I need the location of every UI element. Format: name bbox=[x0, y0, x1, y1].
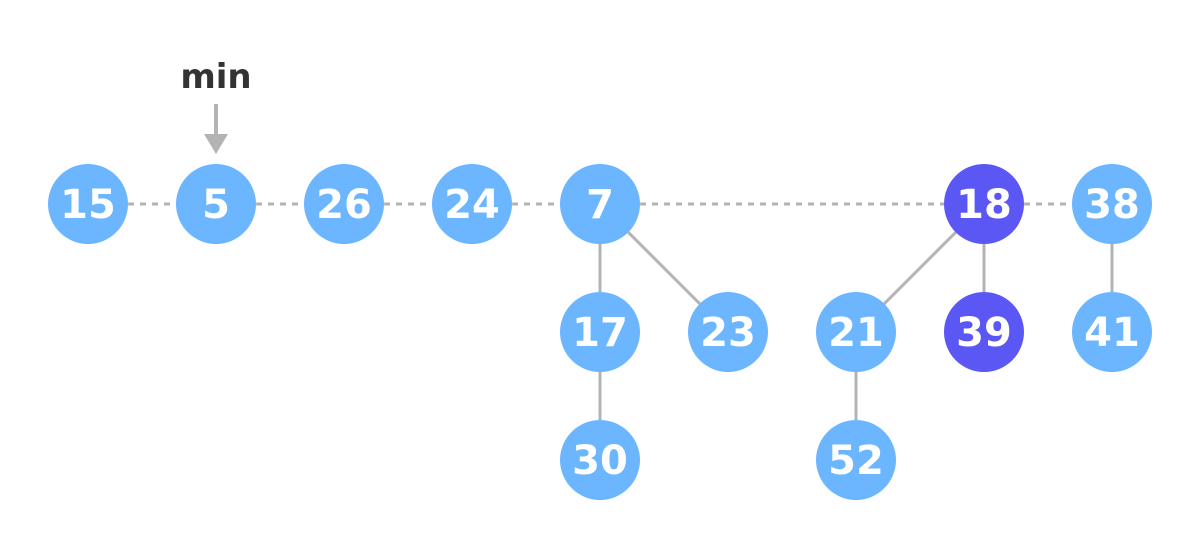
down-arrow-icon bbox=[204, 134, 228, 154]
heap-node-41: 41 bbox=[1072, 292, 1152, 372]
heap-node-39: 39 bbox=[944, 292, 1024, 372]
node-circle-17 bbox=[560, 292, 640, 372]
node-circle-38 bbox=[1072, 164, 1152, 244]
heap-node-26: 26 bbox=[304, 164, 384, 244]
node-value-17: 17 bbox=[572, 310, 628, 356]
heap-node-7: 7 bbox=[560, 164, 640, 244]
node-circle-24 bbox=[432, 164, 512, 244]
node-circle-21 bbox=[816, 292, 896, 372]
min-label: min bbox=[180, 57, 251, 97]
heap-node-18: 18 bbox=[944, 164, 1024, 244]
node-value-18: 18 bbox=[956, 182, 1012, 228]
heap-node-30: 30 bbox=[560, 420, 640, 500]
node-circle-52 bbox=[816, 420, 896, 500]
heap-node-24: 24 bbox=[432, 164, 512, 244]
heap-nodes: 15 5 26 24 7 17 23 30 18 21 39 52 38 41 bbox=[48, 164, 1152, 500]
node-value-41: 41 bbox=[1084, 310, 1140, 356]
heap-node-17: 17 bbox=[560, 292, 640, 372]
node-circle-30 bbox=[560, 420, 640, 500]
node-circle-39 bbox=[944, 292, 1024, 372]
node-circle-26 bbox=[304, 164, 384, 244]
heap-node-21: 21 bbox=[816, 292, 896, 372]
node-value-7: 7 bbox=[586, 182, 614, 228]
node-value-21: 21 bbox=[828, 310, 884, 356]
node-value-39: 39 bbox=[956, 310, 1012, 356]
heap-node-15: 15 bbox=[48, 164, 128, 244]
node-circle-15 bbox=[48, 164, 128, 244]
heap-node-38: 38 bbox=[1072, 164, 1152, 244]
node-value-15: 15 bbox=[60, 182, 116, 228]
node-value-23: 23 bbox=[700, 310, 756, 356]
node-value-24: 24 bbox=[444, 182, 500, 228]
node-value-30: 30 bbox=[572, 438, 628, 484]
node-value-52: 52 bbox=[828, 438, 884, 484]
min-pointer: min bbox=[180, 57, 252, 154]
node-circle-7 bbox=[560, 164, 640, 244]
heap-node-5: 5 bbox=[176, 164, 256, 244]
node-value-26: 26 bbox=[316, 182, 372, 228]
heap-node-52: 52 bbox=[816, 420, 896, 500]
node-circle-5 bbox=[176, 164, 256, 244]
node-value-38: 38 bbox=[1084, 182, 1140, 228]
heap-node-23: 23 bbox=[688, 292, 768, 372]
node-circle-23 bbox=[688, 292, 768, 372]
node-value-5: 5 bbox=[202, 182, 230, 228]
node-circle-41 bbox=[1072, 292, 1152, 372]
node-circle-18 bbox=[944, 164, 1024, 244]
